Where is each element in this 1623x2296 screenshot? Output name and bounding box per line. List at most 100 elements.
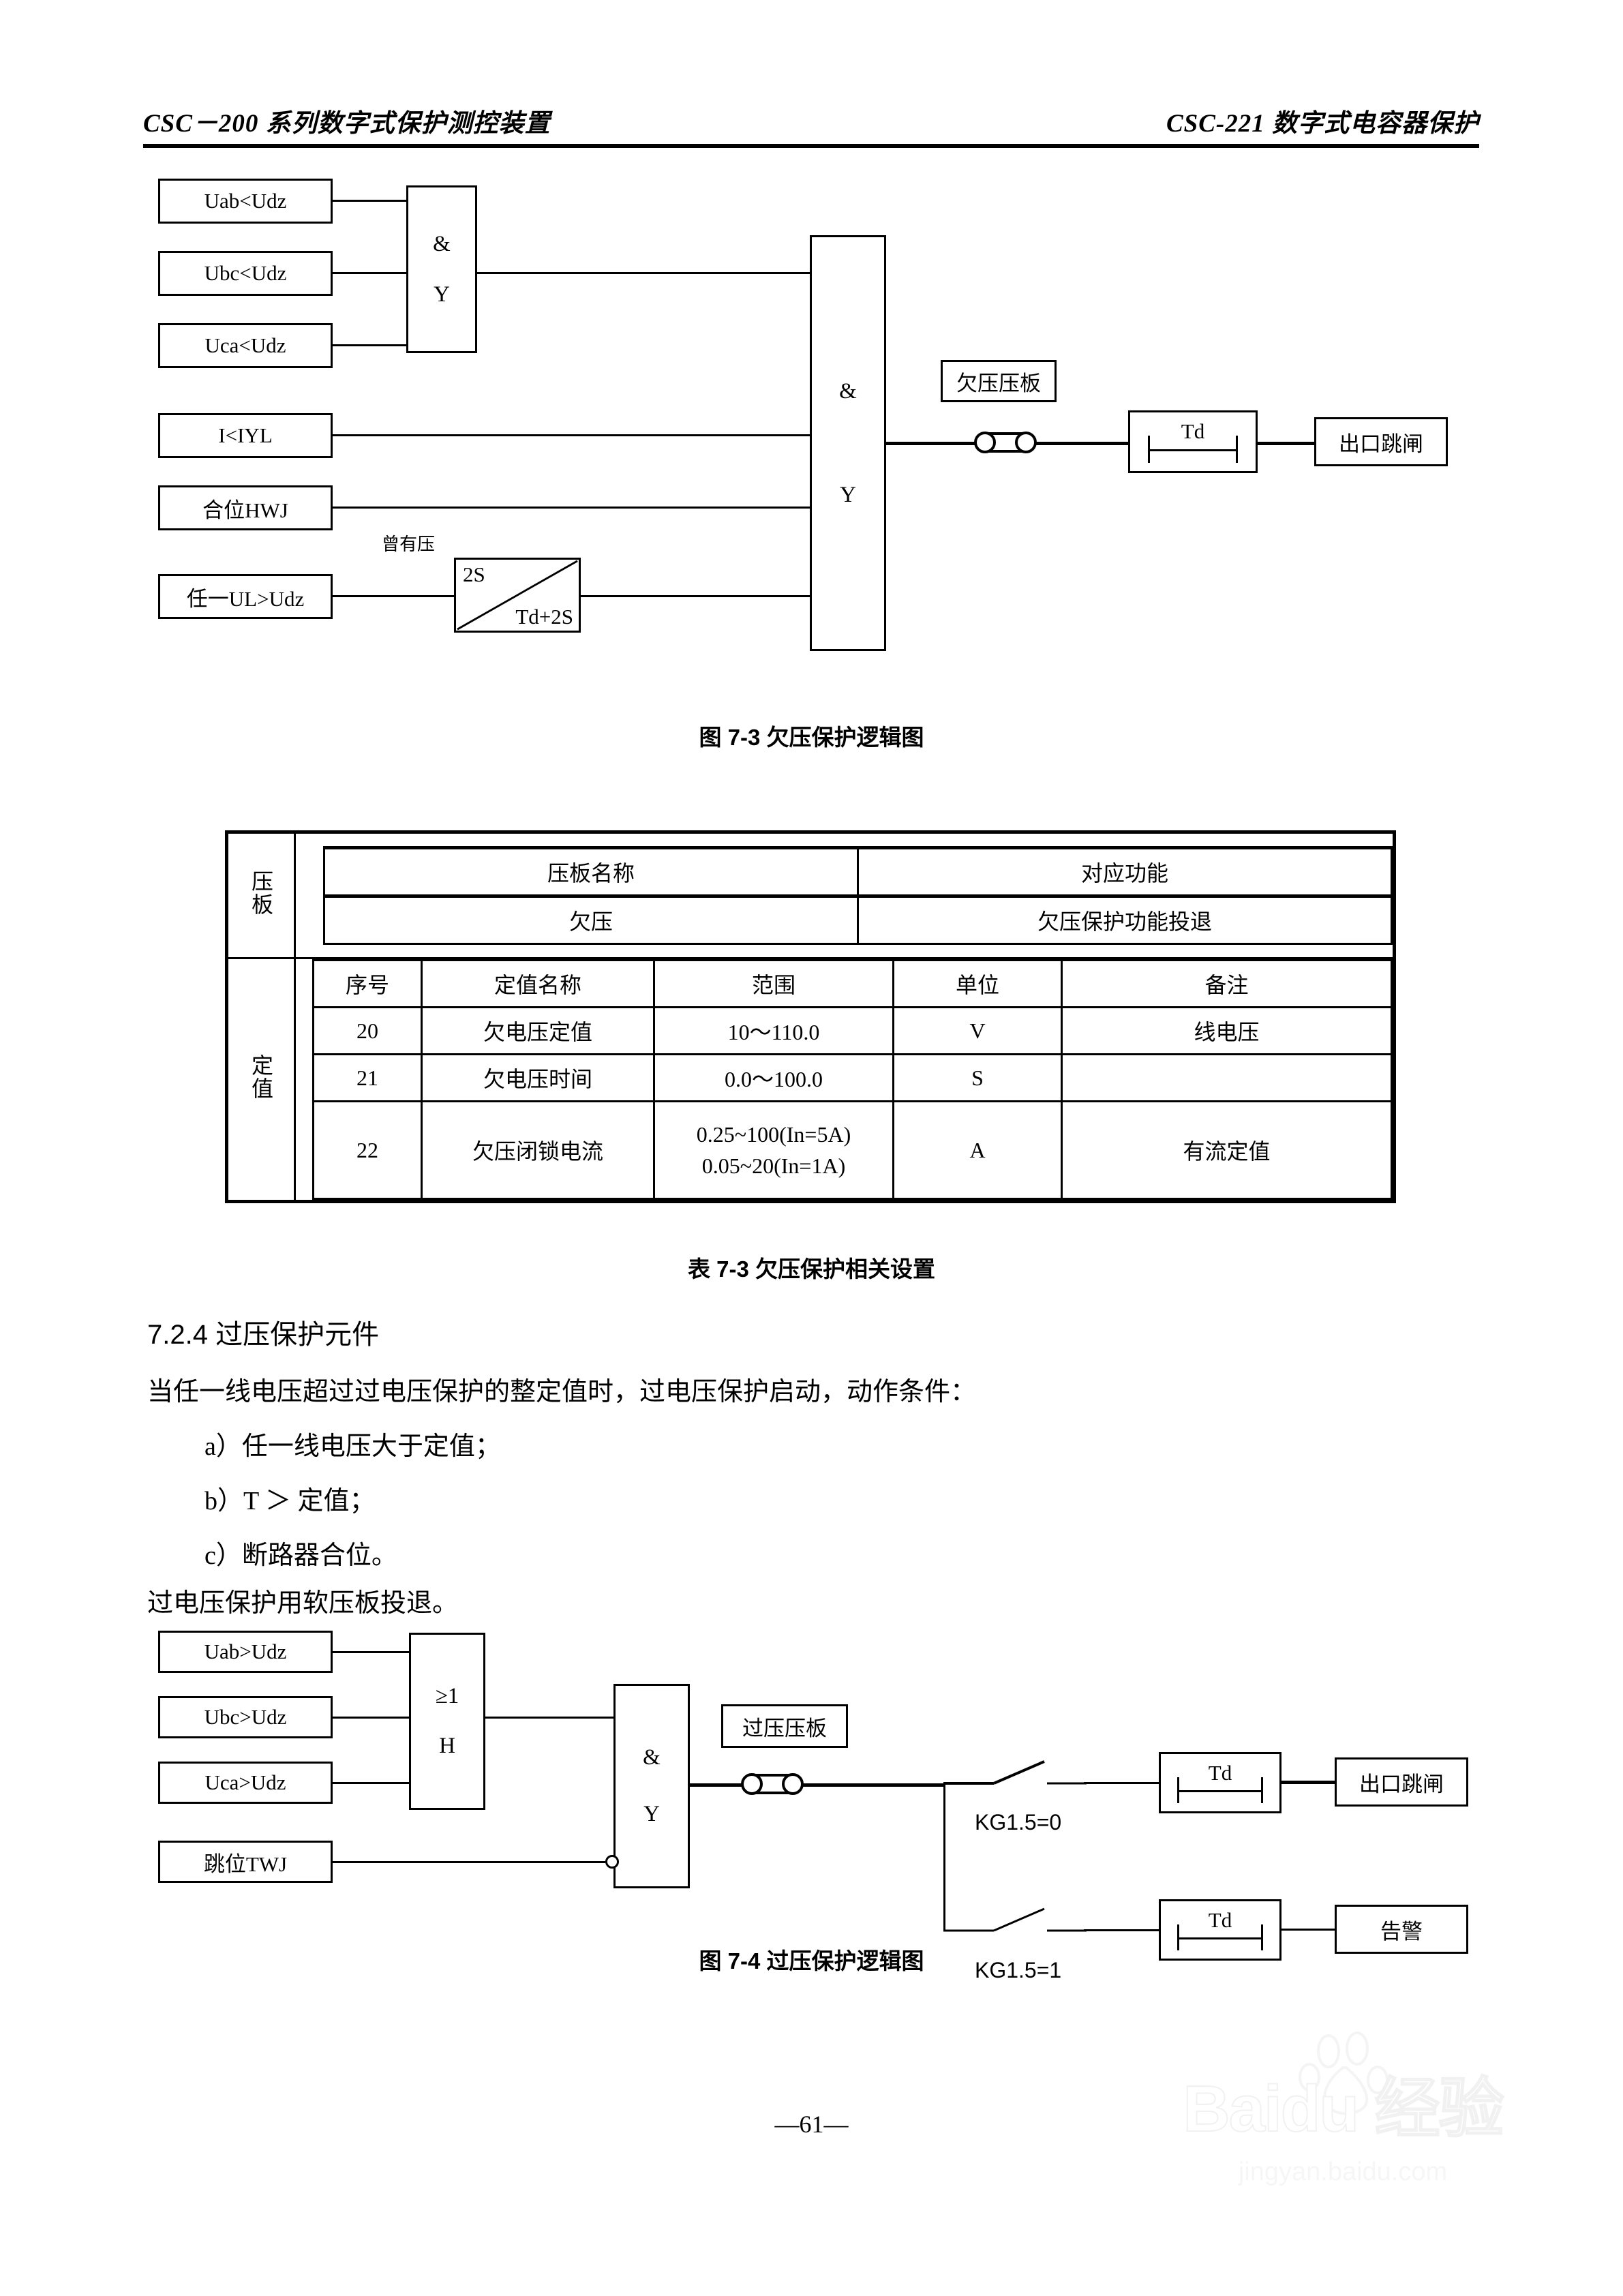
and-gate-small-out: Y xyxy=(434,282,450,307)
settings-cell-no: 21 xyxy=(312,1053,423,1102)
ov-wire-link-out xyxy=(802,1783,945,1787)
section-intro-paragraph: 当任一线电压超过过电压保护的整定值时，过电压保护启动，动作条件： xyxy=(147,1378,977,1406)
wire-maingate-out xyxy=(886,442,975,445)
ov-timer-block-alarm: Td xyxy=(1159,1899,1281,1961)
timer-label-td: Td xyxy=(1181,419,1205,443)
figure-7-3-caption: 图 7-3 欠压保护逻辑图 xyxy=(699,725,924,750)
table-row-settings: 定值 序号 定值名称 范围 单位 备注 20 欠电压定值 xyxy=(226,957,1395,1203)
ov-wire-branch1 xyxy=(1084,1782,1166,1784)
ov-wire-timer1-out xyxy=(1281,1781,1336,1784)
settings-cell-name: 欠电压时间 xyxy=(421,1053,655,1102)
table-7-3-wrapper: 压板 压板名称 对应功能 欠压 欠压保护功能投退 xyxy=(225,830,1396,1203)
ov-output-box-trip: 出口跳闸 xyxy=(1335,1757,1468,1807)
settings-cell-no: 20 xyxy=(312,1006,423,1055)
input-box-uca: Uca<Udz xyxy=(158,323,333,368)
pulse-block-2s: 2S Td+2S xyxy=(454,558,581,633)
table-row: 21 欠电压时间 0.0～100.0 S xyxy=(312,1053,1393,1102)
settings-header-no: 序号 xyxy=(312,959,423,1008)
ov-branch-bus xyxy=(943,1783,945,1931)
ov-wire-branch2 xyxy=(1084,1929,1166,1931)
settings-cell-name: 欠压闭锁电流 xyxy=(421,1100,655,1200)
ov-timer-label-trip: Td xyxy=(1208,1761,1232,1785)
ov-input-box-twj: 跳位TWJ xyxy=(158,1841,333,1883)
settings-subtable: 序号 定值名称 范围 单位 备注 20 欠电压定值 10～110.0 V 线电压 xyxy=(312,959,1393,1200)
ov-timer-block-trip: Td xyxy=(1159,1752,1281,1813)
pulse-diagonal-icon xyxy=(457,560,578,631)
plate-header-function: 对应功能 xyxy=(857,846,1393,897)
wire-uca xyxy=(333,344,408,346)
and-gate-main-op: & xyxy=(839,378,857,404)
switch-kg15-1-icon xyxy=(943,1906,1087,1954)
plate-subtable-cell: 压板名称 对应功能 欠压 欠压保护功能投退 xyxy=(295,832,1395,958)
switch-kg15-0-icon xyxy=(943,1759,1087,1807)
timer-block-td: Td xyxy=(1128,410,1258,473)
ov-and-gate: & Y xyxy=(613,1684,690,1888)
plate-cell-name: 欠压 xyxy=(323,894,859,945)
header-left-title: CSC－200 系列数字式保护测控装置 xyxy=(143,110,551,138)
wire-link-to-timer xyxy=(1035,442,1130,445)
settings-cell-name: 欠电压定值 xyxy=(421,1006,655,1055)
ov-output-box-alarm: 告警 xyxy=(1335,1905,1468,1954)
condition-item-a: a）任一线电压大于定值； xyxy=(204,1432,501,1461)
row-label-plate: 压板 xyxy=(226,831,296,959)
ov-and-gate-out: Y xyxy=(643,1802,660,1826)
ov-timer-delay-icon-alarm xyxy=(1177,1924,1263,1951)
input-box-uab: Uab<Udz xyxy=(158,179,333,224)
and-gate-main-out: Y xyxy=(840,482,856,507)
settings-header-row: 序号 定值名称 范围 单位 备注 xyxy=(312,959,1393,1008)
settings-cell-range: 0.0～100.0 xyxy=(653,1053,894,1102)
table-row: 22 欠压闭锁电流 0.25~100(In=5A) 0.05~20(In=1A)… xyxy=(312,1100,1393,1200)
output-box-trip: 出口跳闸 xyxy=(1314,417,1448,466)
or-gate: ≥1 H xyxy=(409,1633,485,1810)
settings-cell-remark: 有流定值 xyxy=(1061,1100,1393,1200)
or-gate-out: H xyxy=(439,1734,455,1758)
table-7-3-caption: 表 7-3 欠压保护相关设置 xyxy=(687,1256,936,1282)
ov-timer-label-alarm: Td xyxy=(1208,1908,1232,1932)
wire-iyl xyxy=(333,434,811,436)
and-gate-small: & Y xyxy=(406,185,477,353)
section-closing-paragraph: 过电压保护用软压板投退。 xyxy=(147,1589,459,1618)
pulse-bottom-label: Td+2S xyxy=(515,605,573,629)
input-box-current-block: I<IYL xyxy=(158,413,333,458)
plate-subtable: 压板名称 对应功能 欠压 欠压保护功能投退 xyxy=(323,846,1393,945)
wire-ubc xyxy=(333,272,408,274)
settings-cell-unit: S xyxy=(892,1053,1063,1102)
inverting-bubble-icon xyxy=(605,1855,619,1869)
switch-label-kg15-0: KG1.5=0 xyxy=(975,1810,1062,1834)
ov-wire-timer2-out xyxy=(1281,1929,1336,1931)
settings-header-remark: 备注 xyxy=(1061,959,1393,1008)
ov-input-box-uca: Uca>Udz xyxy=(158,1762,333,1804)
settings-cell-range-line2: 0.05~20(In=1A) xyxy=(701,1153,846,1178)
input-box-ubc: Ubc<Udz xyxy=(158,251,333,296)
settings-cell-remark xyxy=(1061,1053,1393,1102)
ov-wire-ubc xyxy=(333,1717,410,1719)
input-box-hwj: 合位HWJ xyxy=(158,485,333,530)
soft-plate-link-icon xyxy=(974,432,1037,453)
settings-header-name: 定值名称 xyxy=(421,959,655,1008)
wire-smallgate-out xyxy=(477,272,811,274)
note-once-voltage: 曾有压 xyxy=(382,534,436,554)
condition-item-c: c）断路器合位。 xyxy=(204,1541,397,1570)
wire-hwj xyxy=(333,507,811,509)
settings-cell-range: 0.25~100(In=5A) 0.05~20(In=1A) xyxy=(653,1100,894,1200)
ov-plate-box: 过压压板 xyxy=(721,1704,848,1748)
plate-header-name: 压板名称 xyxy=(323,846,859,897)
header-right-title: CSC-221 数字式电容器保护 xyxy=(1166,110,1479,138)
header-rule xyxy=(143,144,1479,148)
ov-input-box-uab: Uab>Udz xyxy=(158,1631,333,1673)
settings-header-range: 范围 xyxy=(653,959,894,1008)
settings-cell-range: 10～110.0 xyxy=(653,1006,894,1055)
plate-box-undervoltage: 欠压压板 xyxy=(941,360,1057,402)
and-gate-small-op: & xyxy=(433,231,451,256)
ov-wire-uca xyxy=(333,1782,410,1784)
ov-wire-uab xyxy=(333,1651,410,1653)
settings-subtable-cell: 序号 定值名称 范围 单位 备注 20 欠电压定值 10～110.0 V 线电压 xyxy=(294,957,1395,1202)
section-heading-7-2-4: 7.2.4 过压保护元件 xyxy=(147,1320,380,1350)
plate-data-row: 欠压 欠压保护功能投退 xyxy=(323,894,1393,945)
and-gate-main: & Y xyxy=(810,235,886,651)
settings-cell-no: 22 xyxy=(312,1100,423,1200)
or-gate-op: ≥1 xyxy=(435,1684,459,1708)
page-header: CSC－200 系列数字式保护测控装置 CSC-221 数字式电容器保护 xyxy=(143,102,1479,150)
